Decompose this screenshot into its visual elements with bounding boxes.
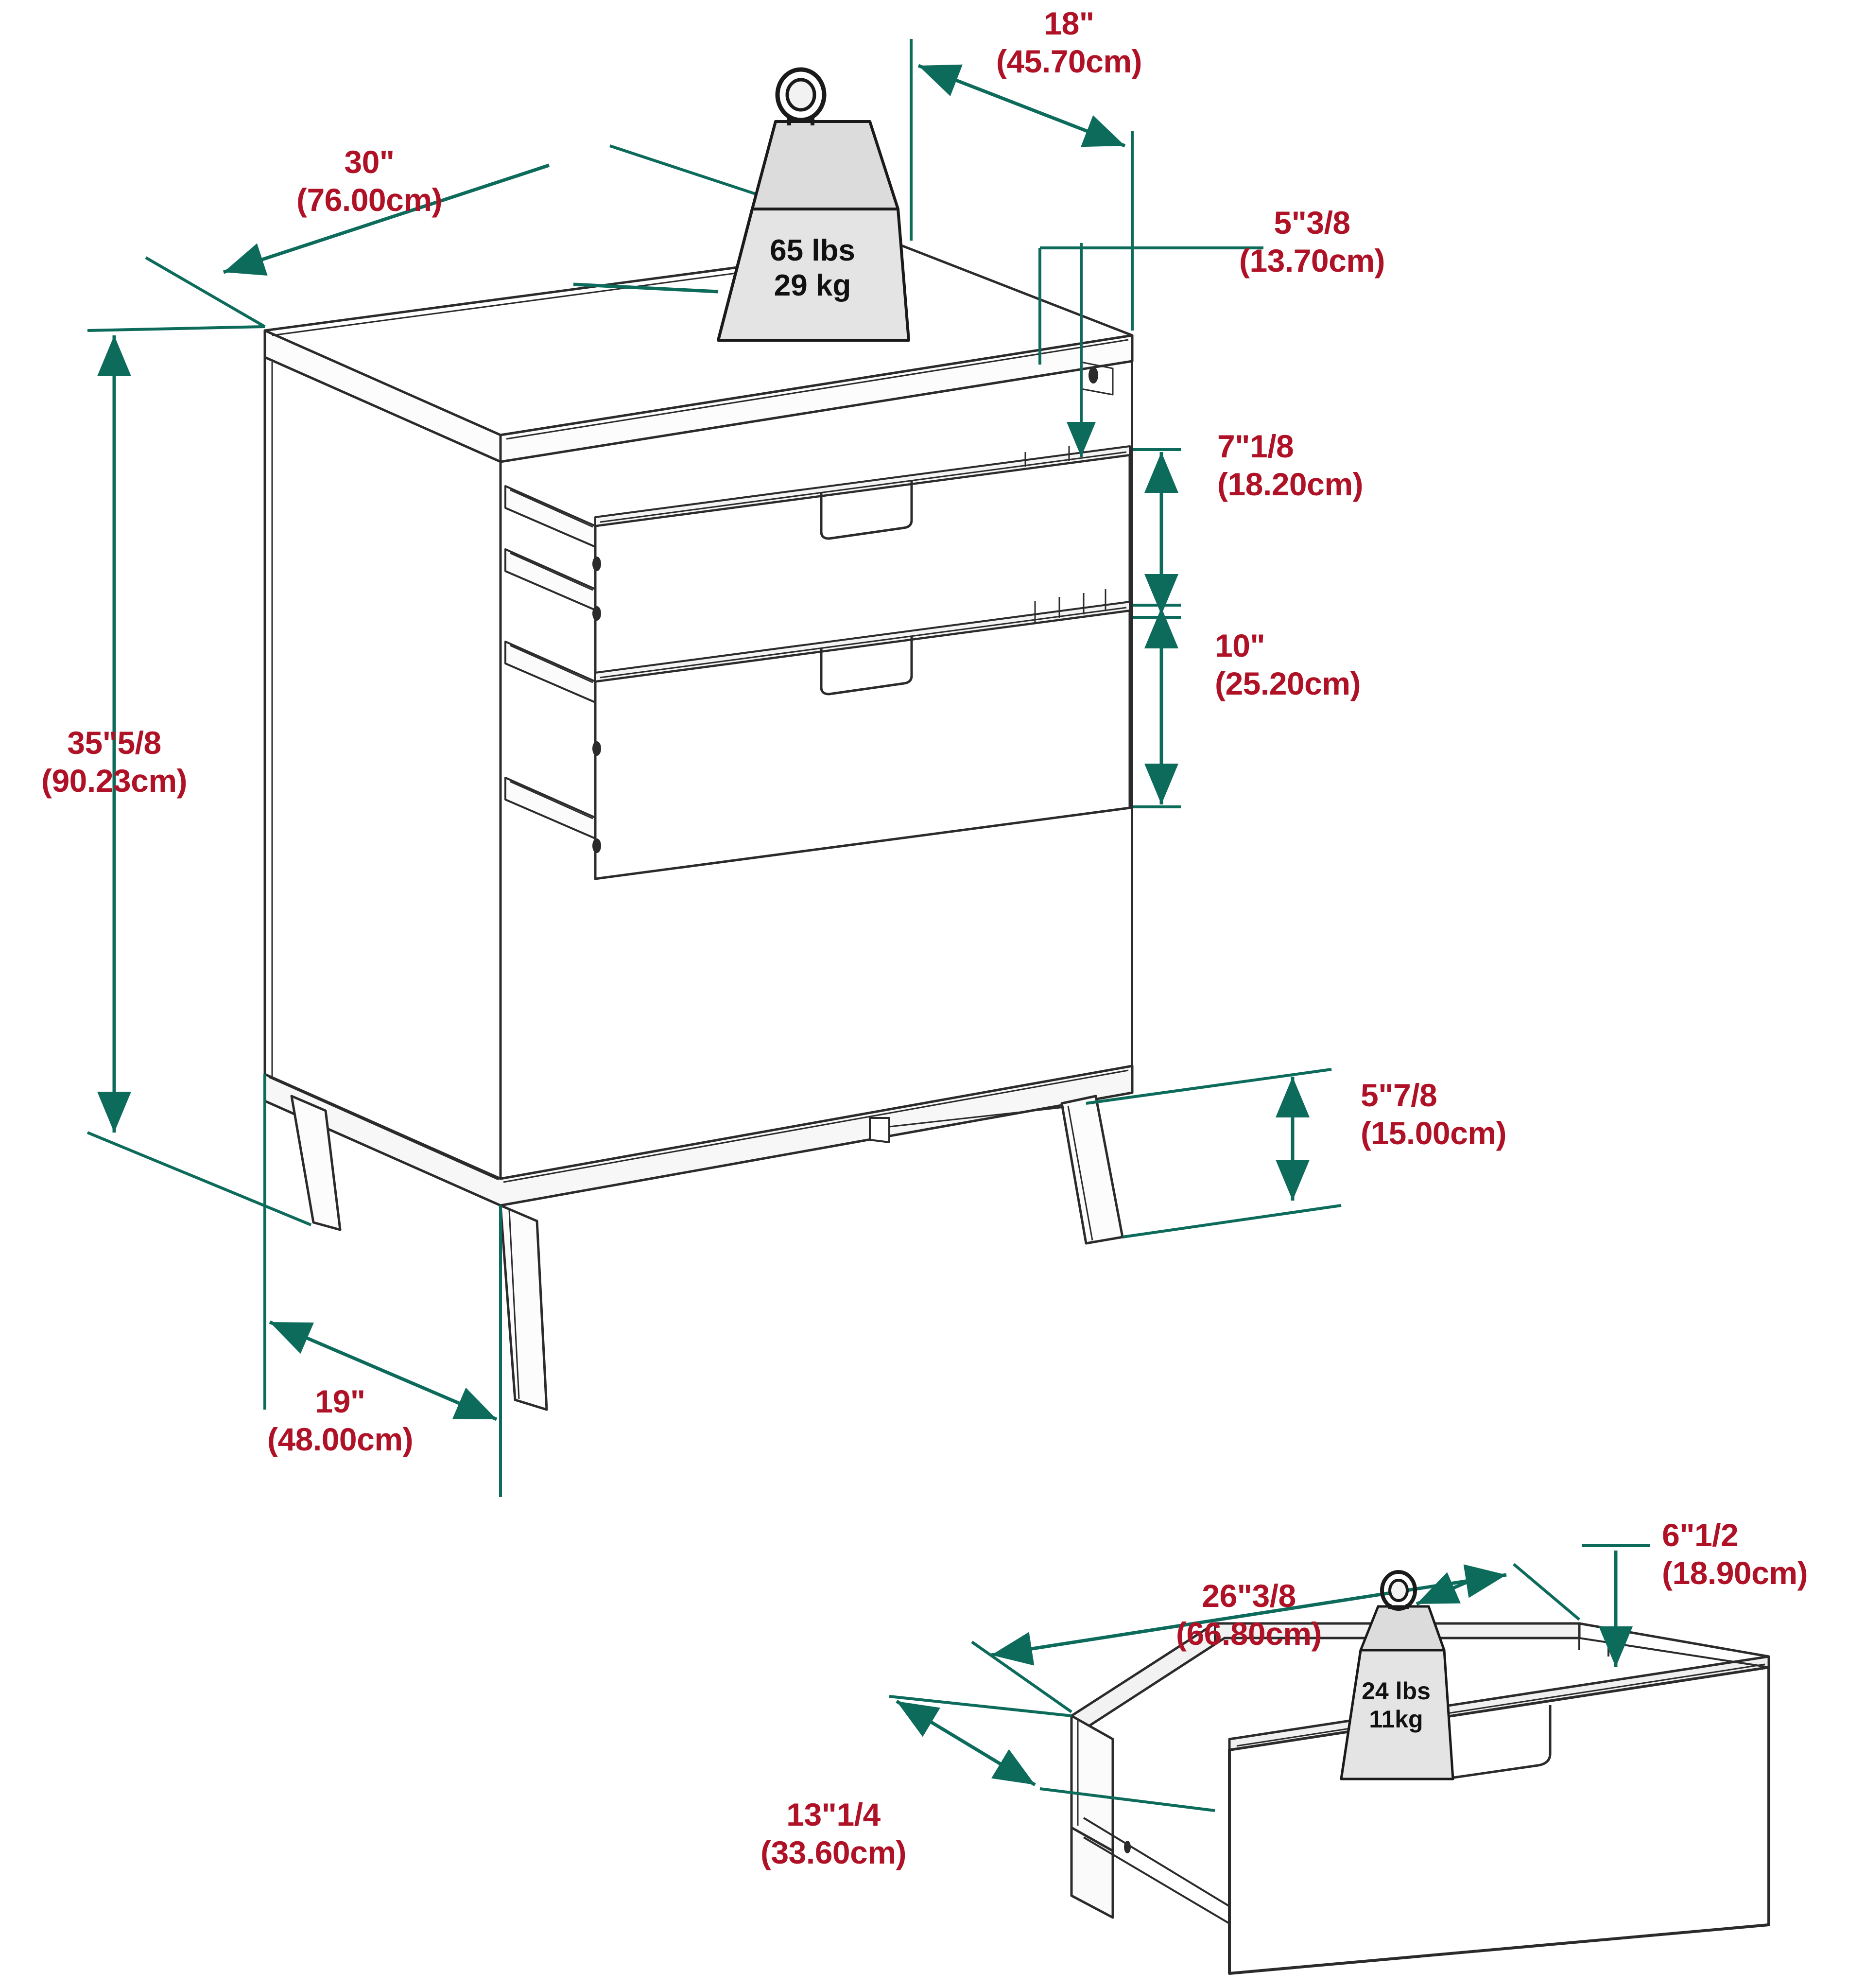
dresser-body <box>263 244 1134 1411</box>
weight-icon-drawer <box>1340 1570 1473 1780</box>
weight-pounds: 24 lbs <box>1362 1677 1431 1705</box>
dim-label-drawer-depth: 13"1/4 (33.60cm) <box>760 1796 907 1872</box>
dim-label-small-drawer-height: 7"1/8 (18.20cm) <box>1217 428 1364 504</box>
weight-capacity-top: 65 lbs 29 kg <box>770 233 855 303</box>
dim-value-metric: (13.70cm) <box>1239 242 1385 279</box>
dim-value-imperial: 26"3/8 <box>1202 1578 1296 1614</box>
dim-value-imperial: 18" <box>1044 5 1094 41</box>
dim-value-imperial: 5"3/8 <box>1274 205 1350 241</box>
dim-value-imperial: 7"1/8 <box>1217 428 1294 464</box>
dim-value-metric: (45.70cm) <box>996 43 1142 79</box>
dim-value-metric: (18.90cm) <box>1662 1554 1808 1591</box>
dim-label-top-to-first-drawer: 5"3/8 (13.70cm) <box>1239 204 1385 280</box>
dim-value-imperial: 35"5/8 <box>67 725 161 761</box>
dim-value-imperial: 10" <box>1215 628 1265 663</box>
dim-value-metric: (33.60cm) <box>760 1834 907 1870</box>
dim-label-large-drawer-height: 10" (25.20cm) <box>1215 627 1361 703</box>
dim-label-drawer-width: 26"3/8 (66.80cm) <box>1176 1577 1322 1653</box>
dim-value-metric: (15.00cm) <box>1361 1115 1507 1151</box>
dim-value-imperial: 13"1/4 <box>786 1796 881 1832</box>
dim-value-imperial: 30" <box>344 144 395 180</box>
weight-kilograms: 11kg <box>1369 1706 1423 1733</box>
dim-value-imperial: 5"7/8 <box>1361 1077 1437 1113</box>
dim-value-metric: (90.23cm) <box>41 762 188 799</box>
dim-label-leg-height: 5"7/8 (15.00cm) <box>1361 1077 1507 1152</box>
dim-value-imperial: 19" <box>315 1383 365 1419</box>
dim-value-metric: (66.80cm) <box>1175 1615 1322 1652</box>
dimension-lines-main <box>86 39 1342 1497</box>
dim-value-metric: (76.00cm) <box>296 181 443 218</box>
weight-kilograms: 29 kg <box>774 268 851 302</box>
dim-label-overall-depth: 19" (48.00cm) <box>267 1383 414 1459</box>
weight-capacity-drawer: 24 lbs 11kg <box>1362 1677 1431 1733</box>
dim-value-metric: (18.20cm) <box>1217 466 1364 502</box>
dim-label-drawer-height: 6"1/2 (18.90cm) <box>1662 1517 1808 1592</box>
weight-icon-top <box>573 67 910 342</box>
dim-value-imperial: 6"1/2 <box>1662 1517 1739 1553</box>
weight-pounds: 65 lbs <box>770 234 855 267</box>
dim-value-metric: (48.00cm) <box>267 1421 414 1457</box>
dim-label-top-depth: 18" (45.70cm) <box>996 5 1142 81</box>
dim-value-metric: (25.20cm) <box>1215 665 1361 701</box>
dim-label-overall-height: 35"5/8 (90.23cm) <box>41 724 188 800</box>
dim-label-overall-width: 30" (76.00cm) <box>296 143 443 219</box>
